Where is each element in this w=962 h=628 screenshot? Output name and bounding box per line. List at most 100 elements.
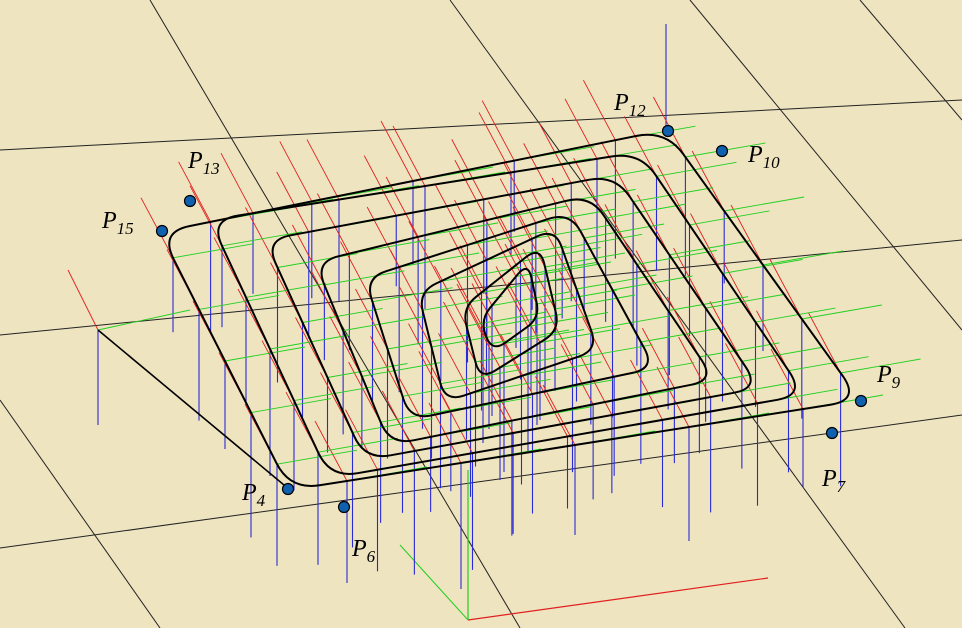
local-u-axis (67, 269, 99, 331)
label-index: 7 (837, 477, 847, 496)
local-u-axis (507, 282, 541, 343)
local-v-axis (572, 344, 653, 360)
local-u-axis (709, 301, 743, 362)
local-u-axis (435, 184, 468, 246)
spiral-toolpath (97, 133, 850, 491)
local-v-axis (399, 252, 480, 268)
local-v-axis (440, 266, 521, 282)
frame-x-axis (467, 577, 769, 621)
local-u-axis (770, 348, 804, 410)
local-u-axis (500, 333, 533, 395)
local-v-axis (503, 329, 585, 344)
local-u-axis (512, 206, 546, 268)
label-letter: P (747, 142, 763, 168)
local-v-axis (699, 342, 780, 358)
local-u-axis (544, 228, 577, 290)
local-v-axis (724, 196, 805, 212)
control-point-p10 (715, 144, 729, 158)
local-u-axis (636, 194, 670, 256)
local-u-axis (329, 316, 363, 377)
local-u-axis (560, 344, 594, 405)
local-u-axis (220, 152, 254, 214)
label-index: 15 (117, 219, 134, 238)
local-u-axis (178, 161, 211, 223)
local-u-axis (440, 392, 473, 454)
local-v-axis (762, 250, 844, 266)
local-u-axis (245, 207, 278, 268)
local-u-axis (641, 327, 675, 389)
control-point-p15 (155, 224, 169, 238)
local-u-axis (479, 360, 513, 421)
local-v-axis (372, 287, 453, 303)
local-v-axis (562, 233, 643, 249)
local-v-axis (536, 289, 618, 305)
local-v-axis (521, 361, 602, 377)
local-v-axis (317, 437, 399, 453)
grid-line (689, 0, 962, 331)
toolpath-loop (369, 215, 649, 418)
local-u-axis (604, 204, 638, 265)
local-u-axis (523, 143, 557, 204)
local-u-axis (418, 351, 452, 412)
local-u-axis (488, 201, 521, 262)
local-v-axis (221, 231, 303, 247)
local-v-axis (788, 356, 869, 372)
local-u-axis (454, 159, 488, 221)
local-u-axis (398, 376, 432, 438)
local-u-axis (370, 336, 403, 397)
toolpath-loop (420, 232, 595, 399)
local-v-axis (539, 328, 621, 343)
local-u-axis (450, 267, 484, 329)
grid-line (449, 0, 906, 628)
local-v-axis (302, 308, 383, 323)
local-u-axis (542, 384, 576, 446)
local-v-axis (269, 334, 351, 350)
local-v-axis (636, 249, 717, 265)
local-v-axis (612, 275, 693, 291)
local-u-axis (276, 171, 310, 233)
grid-line (0, 99, 962, 151)
local-v-axis (276, 449, 358, 465)
local-u-axis (348, 361, 382, 423)
label-letter: P (187, 148, 203, 174)
local-u-axis (390, 250, 423, 311)
label-letter: P (821, 466, 837, 492)
local-u-axis (399, 286, 432, 348)
label-letter: P (613, 90, 629, 116)
local-v-axis (488, 329, 570, 345)
local-v-axis (722, 259, 803, 274)
label-index: 10 (763, 153, 781, 172)
control-point-p12 (661, 124, 675, 138)
local-v-axis (422, 295, 503, 311)
local-v-axis (486, 245, 567, 261)
local-u-axis (583, 79, 616, 141)
local-v-axis (532, 224, 613, 240)
local-v-axis (544, 252, 626, 268)
local-u-axis (438, 333, 471, 394)
local-v-axis (482, 313, 564, 329)
control-point-p4 (281, 482, 295, 496)
local-v-axis (755, 307, 836, 323)
local-v-axis (499, 353, 581, 368)
control-point-p13 (183, 194, 197, 208)
label-index: 13 (203, 159, 220, 178)
control-point-p6 (337, 500, 351, 514)
local-u-axis (314, 420, 348, 482)
local-v-axis (640, 327, 721, 343)
local-u-axis (449, 232, 482, 293)
local-u-axis (310, 270, 344, 331)
local-u-axis (573, 157, 607, 219)
grid-line (0, 399, 161, 628)
local-v-axis (352, 418, 433, 433)
label-p9: P9 (876, 362, 901, 392)
label-p7: P7 (821, 466, 847, 496)
local-u-axis (808, 312, 841, 374)
local-u-axis (355, 288, 388, 350)
local-v-axis (705, 293, 786, 309)
local-u-axis (535, 376, 568, 437)
frame-y-axis (399, 544, 469, 621)
label-p10: P10 (747, 142, 780, 172)
local-v-axis (475, 347, 556, 363)
